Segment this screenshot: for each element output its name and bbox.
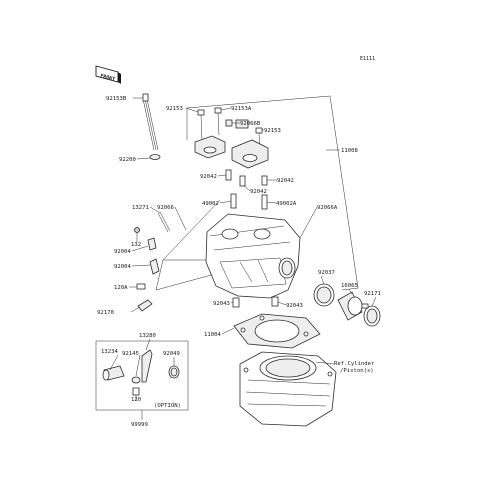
stud-92153B xyxy=(142,93,159,151)
dowel-92043-a xyxy=(232,297,240,308)
label-option: (OPTION) xyxy=(154,403,181,409)
label-132: 132 xyxy=(131,242,141,248)
dowel-92043-b xyxy=(271,296,279,307)
pipe-13271 xyxy=(157,211,171,233)
label-92042-m: 92042 xyxy=(250,189,267,195)
label-92004-b: 92004 xyxy=(114,264,131,270)
washer-92200 xyxy=(149,154,161,160)
leader-lines xyxy=(109,97,377,420)
camshaft-cap-right xyxy=(231,139,269,169)
oring-92049 xyxy=(168,365,180,379)
label-92153-r: 92153 xyxy=(264,128,281,134)
dowel-92042-b xyxy=(239,175,246,187)
washer-92145 xyxy=(131,376,141,384)
label-92042-l: 92042 xyxy=(200,174,217,180)
cap-upper xyxy=(235,119,249,129)
guide-49002A xyxy=(261,194,268,210)
label-92049: 92049 xyxy=(163,351,180,357)
head-gasket xyxy=(233,313,321,349)
fitting-13234 xyxy=(102,365,125,381)
bracket-92170 xyxy=(137,299,153,312)
bolt-92153A xyxy=(214,107,222,136)
front-marker: FRONT xyxy=(95,65,121,84)
label-11008: 11008 xyxy=(341,148,358,154)
label-92043-r: 92043 xyxy=(286,303,303,309)
assembly-bracket xyxy=(155,95,359,291)
guide-49002 xyxy=(230,193,237,209)
holder-16065 xyxy=(337,291,363,321)
dowel-92042-a xyxy=(225,169,232,181)
label-92153B: 92153B xyxy=(106,96,127,102)
label-92153: 92153 xyxy=(166,106,183,112)
front-marker-text: FRONT xyxy=(99,73,115,83)
label-92066B: 92066B xyxy=(240,121,261,127)
clamp-92171 xyxy=(361,303,381,327)
label-49002A: 49002A xyxy=(276,201,297,207)
label-99999: 99999 xyxy=(131,422,148,428)
label-92145: 92145 xyxy=(122,351,139,357)
label-ref-line2: /Piston(s) xyxy=(340,368,374,374)
label-13271: 13271 xyxy=(132,205,149,211)
pin-92066B xyxy=(225,119,233,127)
label-13234: 13234 xyxy=(101,349,118,355)
label-92066: 92066 xyxy=(157,205,174,211)
part-labels: 92153B 92153 92153A 92066B 92153 11008 9… xyxy=(97,96,381,428)
label-120A: 120A xyxy=(114,285,128,291)
bolt-120A xyxy=(136,283,146,290)
diagram-code: E1111 xyxy=(360,56,375,62)
label-92043-l: 92043 xyxy=(213,301,230,307)
label-16065: 16065 xyxy=(341,283,358,289)
label-92170: 92170 xyxy=(97,310,114,316)
label-92037: 92037 xyxy=(318,270,335,276)
cylinder-reference xyxy=(239,351,337,427)
label-92153A: 92153A xyxy=(231,106,252,112)
label-92171: 92171 xyxy=(364,291,381,297)
clamp-92037 xyxy=(313,283,335,307)
label-92004-a: 92004 xyxy=(114,249,131,255)
label-92200: 92200 xyxy=(119,157,136,163)
label-13280: 13280 xyxy=(139,333,156,339)
bolt-92153 xyxy=(197,109,205,141)
label-92042-r: 92042 xyxy=(277,178,294,184)
stud-92004-b xyxy=(149,258,160,275)
label-11004: 11004 xyxy=(204,332,221,338)
stud-92004-a xyxy=(147,237,157,251)
label-92066A: 92066A xyxy=(317,205,338,211)
cylinder-head xyxy=(205,213,301,299)
label-120: 120 xyxy=(131,397,141,403)
camshaft-cap-left xyxy=(194,135,226,159)
dowel-92042-c xyxy=(261,175,268,186)
plug-132 xyxy=(134,227,140,233)
label-49002: 49002 xyxy=(202,201,219,207)
label-ref-line1: Ref.Cylinder xyxy=(334,361,375,367)
bolt-13280 xyxy=(141,349,153,383)
plug-120 xyxy=(132,387,140,396)
